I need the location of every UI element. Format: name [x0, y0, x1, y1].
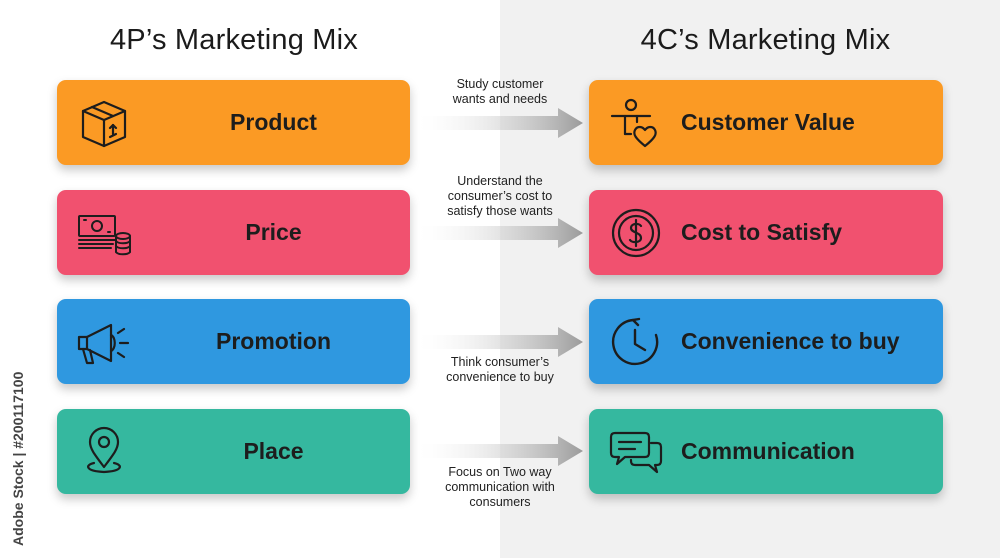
card-promotion: Promotion [57, 299, 410, 384]
arrow-3 [418, 325, 583, 359]
cost-to-satisfy-label: Cost to Satisfy [681, 219, 843, 245]
card-customer-value: Customer Value [589, 80, 943, 165]
arrow-2 [418, 216, 583, 250]
card-product: Product [57, 80, 410, 165]
card-cost-to-satisfy: Cost to Satisfy [589, 190, 943, 275]
place-label: Place [243, 438, 304, 464]
clock-icon [609, 315, 663, 369]
card-price: Price [57, 190, 410, 275]
promotion-label: Promotion [216, 328, 331, 354]
convenience-to-buy-label: Convenience to buy [681, 328, 900, 354]
money-coins-icon [77, 206, 131, 260]
right-title: 4C’s Marketing Mix [640, 24, 891, 56]
dollar-coin-icon [609, 206, 663, 260]
card-convenience-to-buy: Convenience to buy [589, 299, 943, 384]
megaphone-icon [77, 315, 131, 369]
customer-value-label: Customer Value [681, 109, 855, 135]
person-heart-icon [609, 96, 663, 150]
card-communication: Communication [589, 409, 943, 494]
chat-bubbles-icon [609, 425, 663, 479]
arrow-4 [418, 434, 583, 468]
watermark: Adobe Stock | #200117100 [10, 371, 26, 546]
box-icon [77, 96, 131, 150]
arrow-1 [418, 106, 583, 140]
location-pin-icon [77, 425, 131, 479]
card-place: Place [57, 409, 410, 494]
communication-label: Communication [681, 438, 855, 464]
left-title: 4P’s Marketing Mix [109, 24, 359, 56]
product-label: Product [230, 109, 317, 135]
price-label: Price [245, 219, 302, 245]
